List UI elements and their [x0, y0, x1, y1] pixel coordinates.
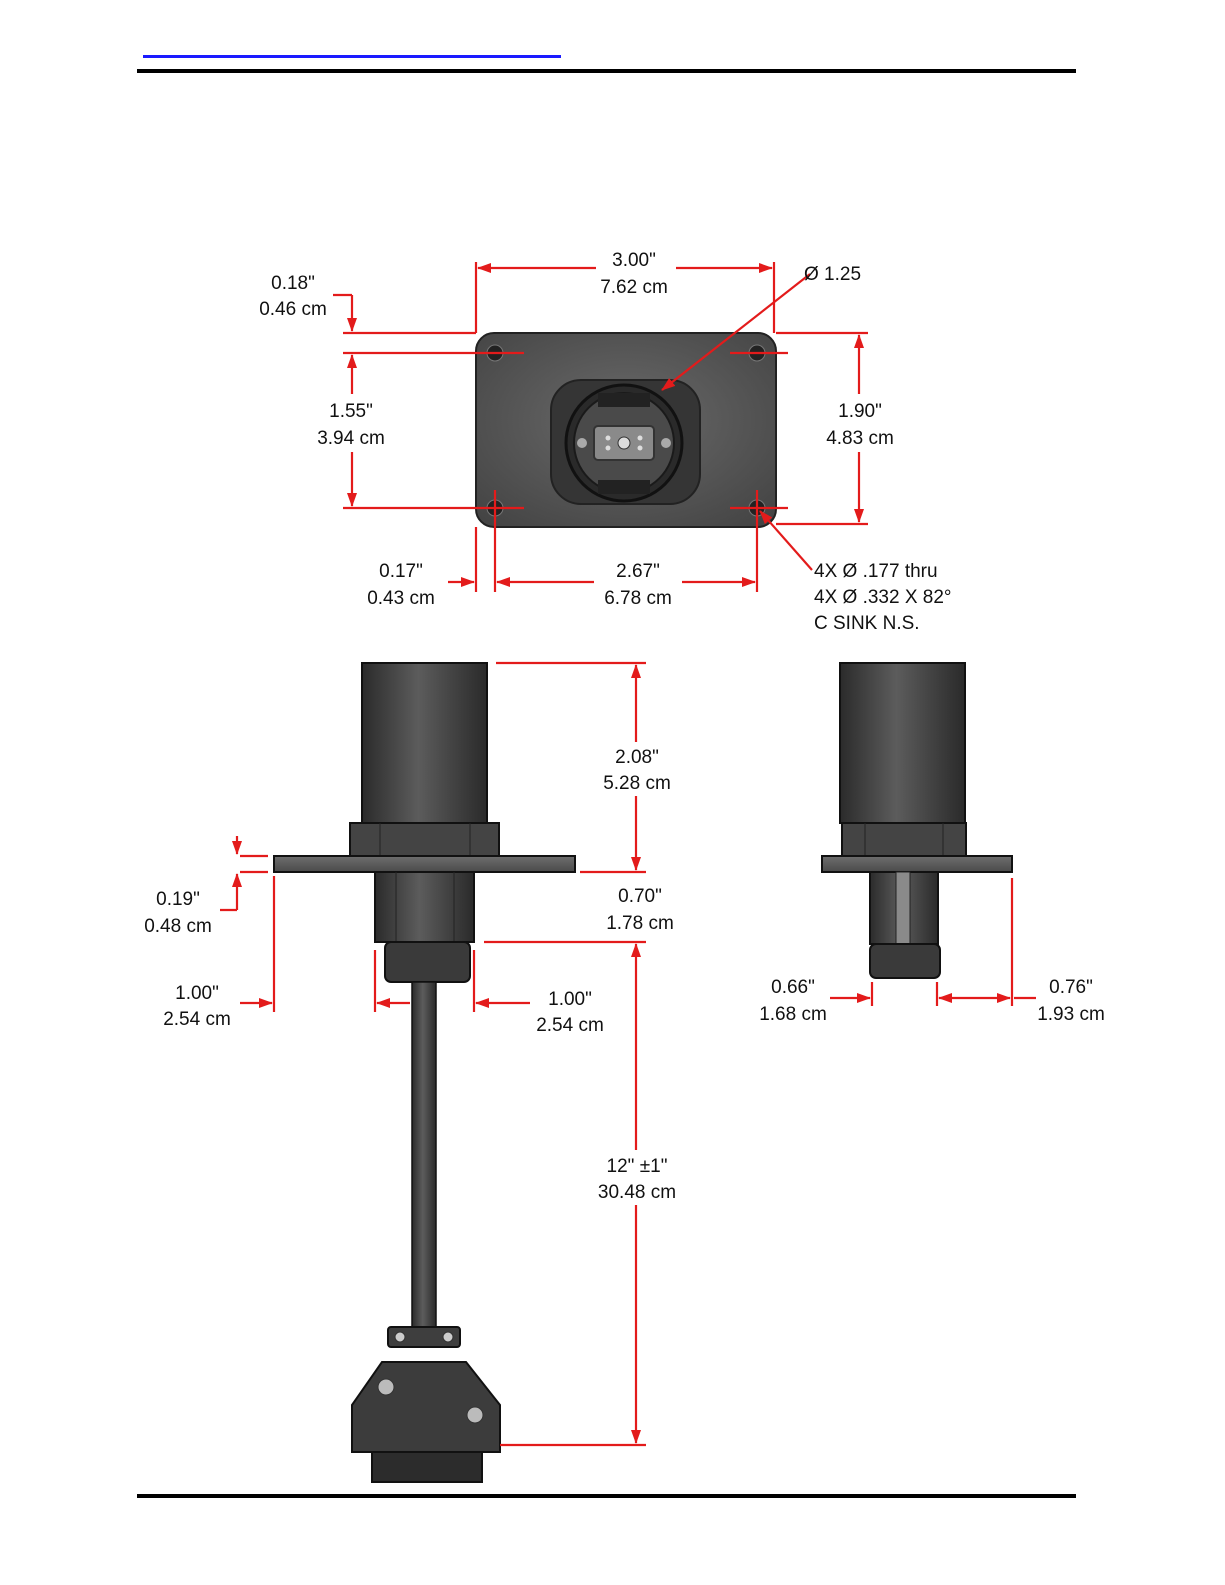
side-offset-inch-label: 0.17" [379, 561, 423, 582]
connector-key-top [598, 393, 650, 407]
cable-length-cm-label: 30.48 cm [598, 1182, 676, 1203]
cable [412, 982, 436, 1330]
upper-tube [362, 663, 487, 823]
side-cable-gland [870, 944, 940, 978]
width-cm-label: 7.62 cm [600, 277, 668, 298]
front-view: 2.08" 5.28 cm 0.19" 0.48 cm 0.70" 1.78 c… [144, 663, 676, 1482]
bore-label: Ø 1.25 [804, 264, 861, 285]
hole-note-1: 4X Ø .177 thru [814, 561, 938, 582]
connector-key-bottom [598, 480, 650, 494]
side-flange [822, 856, 1012, 872]
backshell-screw-right [467, 1407, 483, 1423]
edge-offset-cm-label: 0.46 cm [259, 299, 327, 320]
top-view: 3.00" 7.62 cm Ø 1.25 0.18" 0.46 cm 1.55"… [259, 250, 951, 634]
side-right-cm-label: 1.93 cm [1037, 1004, 1105, 1025]
right-width-cm-label: 2.54 cm [536, 1015, 604, 1036]
plug-face [372, 1452, 482, 1482]
flange-cm-label: 0.48 cm [144, 916, 212, 937]
flange-inch-label: 0.19" [156, 889, 200, 910]
hole-horiz-cm-label: 6.78 cm [604, 588, 672, 609]
side-upper-tube [840, 663, 965, 823]
tube-inch-label: 2.08" [615, 747, 659, 768]
height-cm-label: 4.83 cm [826, 428, 894, 449]
lower-body [375, 872, 474, 942]
hole-note-3: C SINK N.S. [814, 613, 920, 634]
left-width-inch-label: 1.00" [175, 983, 219, 1004]
left-width-cm-label: 2.54 cm [163, 1009, 231, 1030]
backshell-screw-left [378, 1379, 394, 1395]
height-inch-label: 1.90" [838, 401, 882, 422]
hole-vert-inch-label: 1.55" [329, 401, 373, 422]
width-inch-label: 3.00" [612, 250, 656, 271]
hole-note-2: 4X Ø .332 X 82° [814, 587, 952, 608]
hole-horiz-inch-label: 2.67" [616, 561, 660, 582]
cable-length-inch-label: 12" ±1" [607, 1156, 668, 1177]
side-view-labels: 0.66" 1.68 cm 0.76" 1.93 cm [759, 977, 1105, 1025]
cable-gland [385, 942, 470, 982]
hole-vert-cm-label: 3.94 cm [317, 428, 385, 449]
flange [274, 856, 575, 872]
hex-nut [350, 823, 499, 856]
side-hex-nut [842, 823, 966, 856]
tube-cm-label: 5.28 cm [603, 773, 671, 794]
right-width-inch-label: 1.00" [548, 989, 592, 1010]
side-view: 0.66" 1.68 cm 0.76" 1.93 cm [759, 663, 1105, 1025]
lower-cm-label: 1.78 cm [606, 913, 674, 934]
side-offset-cm-label: 0.43 cm [367, 588, 435, 609]
lower-inch-label: 0.70" [618, 886, 662, 907]
side-right-inch-label: 0.76" [1049, 977, 1093, 998]
side-left-cm-label: 1.68 cm [759, 1004, 827, 1025]
edge-offset-inch-label: 0.18" [271, 273, 315, 294]
side-left-inch-label: 0.66" [771, 977, 815, 998]
